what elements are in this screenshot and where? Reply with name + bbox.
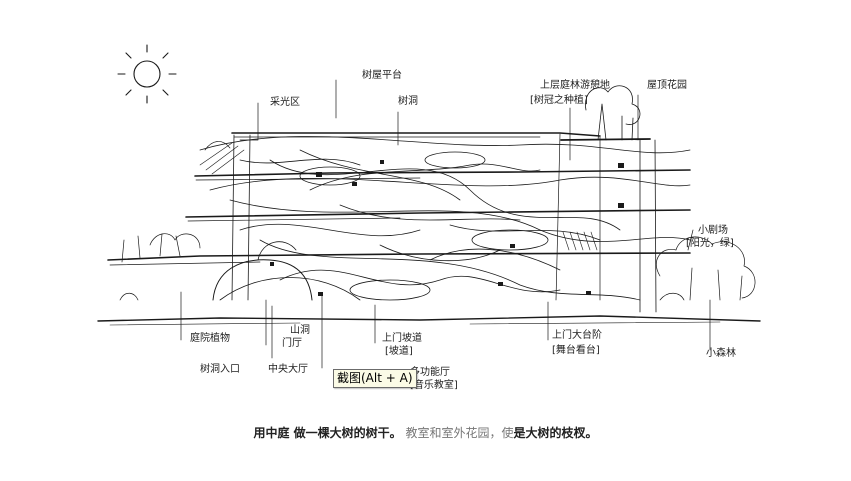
- label-small-theatre: 小剧场: [698, 225, 728, 236]
- label-stage-upper-sub: [舞台看台]: [552, 345, 600, 356]
- label-tree-entrance: 树洞入口: [200, 364, 240, 375]
- label-small-theatre-sub: [阳光，绿]: [686, 238, 734, 249]
- caption-bold-part1: 用中庭 做一棵大树的树干。: [253, 426, 402, 440]
- label-function-room: 多功能厅: [410, 367, 450, 378]
- label-stage-upper: 上门大台阶: [552, 330, 602, 341]
- sun-icon: [117, 44, 177, 104]
- label-grove: 小森林: [706, 348, 736, 359]
- label-tree-hole: 树洞: [398, 96, 418, 107]
- screenshot-tooltip: 截图(Alt + A): [333, 369, 417, 388]
- label-ramp-upper-sub: [坡道]: [385, 346, 413, 357]
- label-ramp-upper: 上门坡道: [382, 333, 422, 344]
- figure-caption: 用中庭 做一棵大树的树干。 教室和室外花园，使是大树的枝杈。: [0, 424, 851, 441]
- label-cave: 山洞: [290, 325, 310, 336]
- label-ground-garden: 庭院植物: [190, 333, 230, 344]
- label-function-room-sub: [音乐教室]: [410, 380, 458, 391]
- caption-regular-part: 教室和室外花园，使: [405, 426, 514, 440]
- caption-bold-part2: 是大树的枝杈。: [513, 426, 598, 440]
- label-central-hall: 中央大厅: [268, 364, 308, 375]
- label-door: 门厅: [282, 338, 302, 349]
- label-daylight: 采光区: [270, 97, 300, 108]
- label-roof-garden: 屋顶花园: [647, 80, 687, 91]
- label-tree-platform: 树屋平台: [362, 70, 402, 81]
- label-upper-courtyard-sub: [树冠之种植]: [530, 95, 588, 106]
- label-upper-courtyard: 上层庭林游憩地: [540, 80, 610, 91]
